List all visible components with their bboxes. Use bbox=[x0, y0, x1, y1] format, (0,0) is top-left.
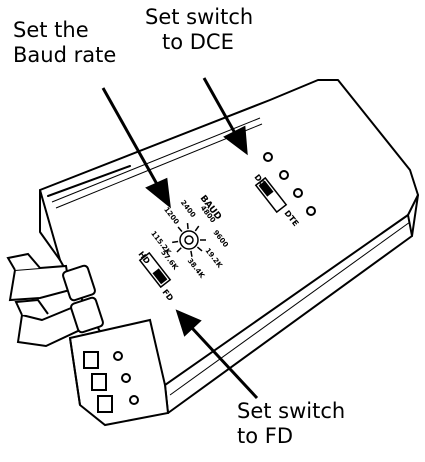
led-4 bbox=[307, 207, 315, 215]
callout-baud-line2: Baud rate bbox=[13, 43, 116, 68]
led-3 bbox=[294, 189, 302, 197]
dial-tick bbox=[178, 227, 182, 232]
dte-label: DTE bbox=[282, 209, 300, 228]
callout-fd-line2: to FD bbox=[237, 424, 345, 449]
fiber-connectors bbox=[8, 254, 104, 346]
baud-rate-label: 38.4K bbox=[186, 257, 207, 280]
led-1 bbox=[264, 153, 272, 161]
terminal-block bbox=[70, 320, 168, 425]
arrow-to-baud bbox=[103, 88, 158, 186]
baud-rate-label: 1200 bbox=[162, 206, 180, 226]
dial-tick bbox=[195, 226, 198, 231]
callout-baud-line1: Set the bbox=[13, 18, 116, 43]
dial-tick bbox=[172, 242, 178, 243]
dial-tick bbox=[188, 223, 189, 229]
fd-label: FD bbox=[160, 288, 175, 303]
dce-dte-switch[interactable]: DCE DTE bbox=[252, 173, 300, 228]
dial-tick bbox=[177, 248, 181, 252]
callout-dce-line1: Set switch bbox=[145, 5, 253, 30]
callout-dce-line2: to DCE bbox=[145, 30, 253, 55]
callout-set-switch-dce: Set switch to DCE bbox=[145, 5, 253, 55]
callout-fd-line1: Set switch bbox=[237, 399, 345, 424]
callout-set-baud-rate: Set the Baud rate bbox=[13, 18, 116, 68]
device-bottom-rim bbox=[165, 215, 412, 413]
arrow-to-dce bbox=[204, 78, 236, 135]
led-2 bbox=[280, 171, 288, 179]
baud-rate-label: 2400 bbox=[179, 199, 197, 219]
callout-set-switch-fd: Set switch to FD bbox=[237, 399, 345, 449]
dial-tick bbox=[197, 247, 202, 251]
baud-rate-label: 9600 bbox=[211, 229, 229, 249]
baud-rate-label: 19.2K bbox=[203, 247, 224, 270]
